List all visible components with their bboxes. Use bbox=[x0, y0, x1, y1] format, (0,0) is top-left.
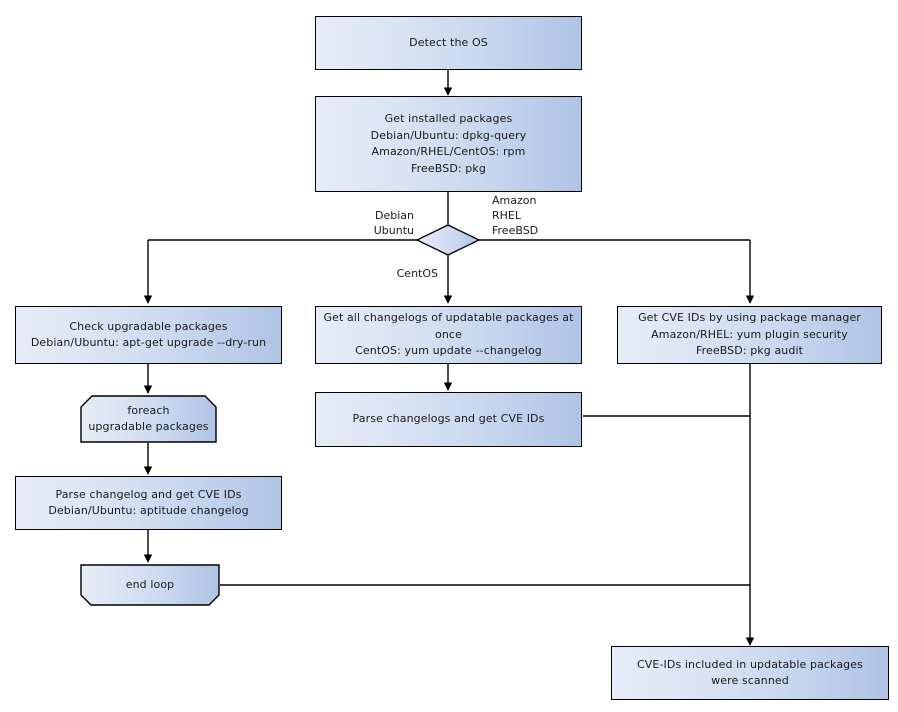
node-cve-ids-scanned[interactable]: CVE-IDs included in updatable packages w… bbox=[611, 646, 889, 700]
node-get-installed-packages[interactable]: Get installed packages Debian/Ubuntu: dp… bbox=[315, 96, 582, 192]
node-get-installed-packages-label: Get installed packages Debian/Ubuntu: dp… bbox=[370, 112, 527, 175]
node-os-decision[interactable] bbox=[415, 224, 481, 256]
node-detect-os[interactable]: Detect the OS bbox=[315, 16, 582, 70]
node-get-cve-ids-package-manager-label: Get CVE IDs by using package manager Ama… bbox=[638, 311, 861, 358]
node-end-loop[interactable]: end loop bbox=[80, 564, 220, 606]
node-foreach-upgradable-packages[interactable]: foreach upgradable packages bbox=[80, 395, 217, 443]
node-get-all-changelogs[interactable]: Get all changelogs of updatable packages… bbox=[315, 306, 582, 364]
label-amazon-rhel-freebsd: Amazon RHEL FreeBSD bbox=[492, 194, 539, 237]
loop-end-shape bbox=[80, 564, 220, 606]
node-detect-os-label: Detect the OS bbox=[409, 35, 488, 49]
node-check-upgradable-packages-label: Check upgradable packages Debian/Ubuntu:… bbox=[30, 319, 267, 350]
node-parse-changelog-cve-ids-label: Parse changelog and get CVE IDs Debian/U… bbox=[48, 487, 249, 518]
loop-start-shape bbox=[80, 395, 217, 443]
node-check-upgradable-packages[interactable]: Check upgradable packages Debian/Ubuntu:… bbox=[15, 306, 282, 364]
node-parse-changelog-cve-ids[interactable]: Parse changelog and get CVE IDs Debian/U… bbox=[15, 476, 282, 530]
label-centos: CentOS bbox=[396, 267, 438, 280]
node-get-all-changelogs-label: Get all changelogs of updatable packages… bbox=[323, 311, 574, 358]
node-get-cve-ids-package-manager[interactable]: Get CVE IDs by using package manager Ama… bbox=[617, 306, 882, 364]
node-foreach-upgradable-packages-label: foreach upgradable packages bbox=[88, 403, 209, 434]
node-parse-changelogs-cve-ids[interactable]: Parse changelogs and get CVE IDs bbox=[315, 392, 582, 447]
label-debian-ubuntu: Debian Ubuntu bbox=[373, 209, 414, 237]
node-parse-changelogs-cve-ids-label: Parse changelogs and get CVE IDs bbox=[352, 412, 545, 426]
node-end-loop-label: end loop bbox=[125, 577, 175, 591]
node-cve-ids-scanned-label: CVE-IDs included in updatable packages w… bbox=[637, 657, 863, 688]
